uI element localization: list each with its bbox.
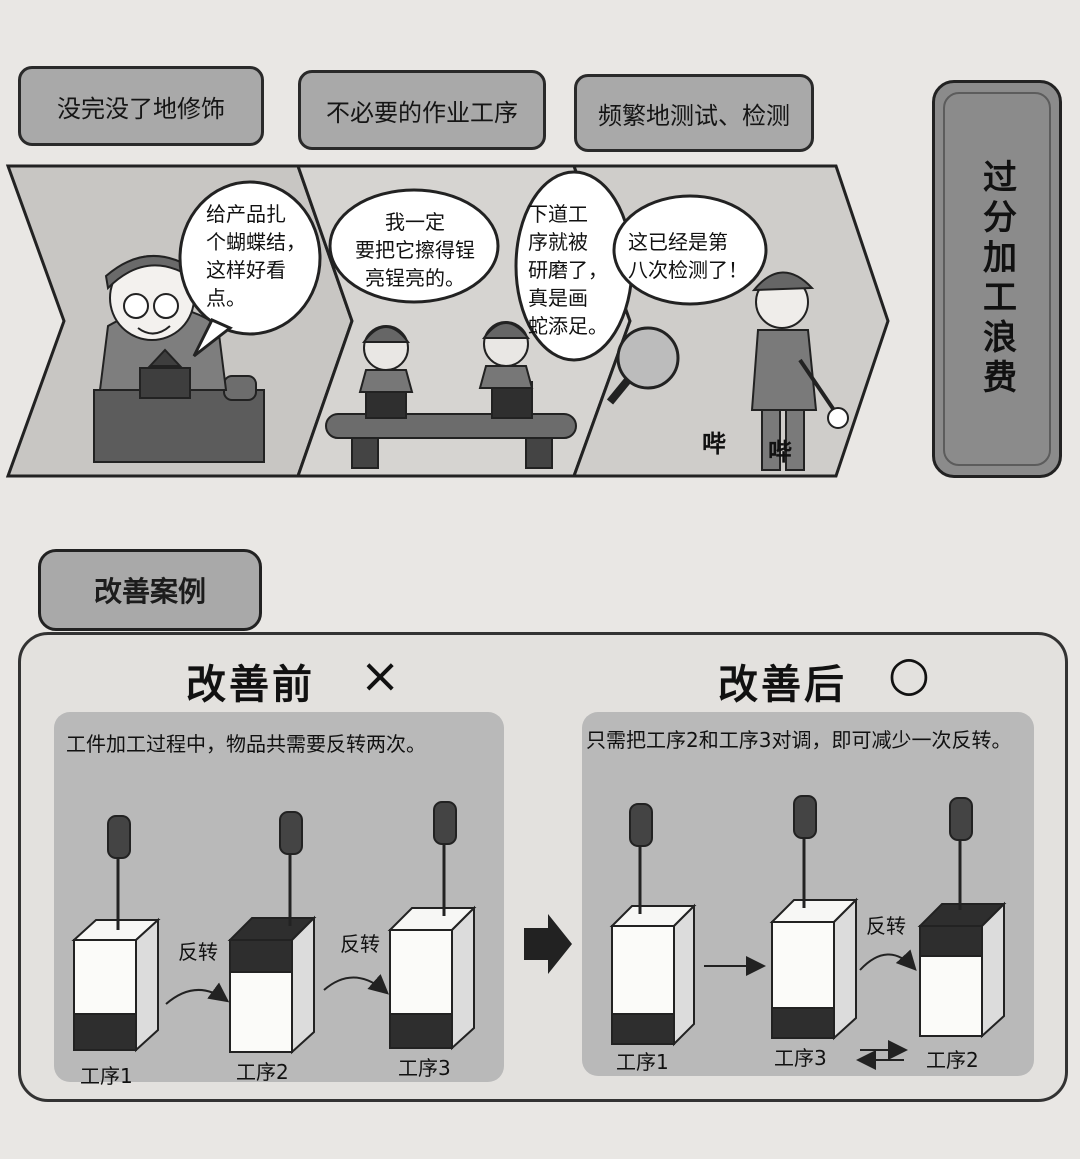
before-description: 工件加工过程中，物品共需要反转两次。 [66,732,426,756]
speech-bubble-2 [328,188,500,304]
speech-bubble-4 [612,194,768,306]
after-step3-label: 工序3 [774,1046,827,1070]
after-panel [582,712,1034,1076]
bubble-text-2: 我一定 要把它擦得锃 亮锃亮的。 [355,210,475,290]
side-title: 过分加工浪费 [976,159,1017,399]
case-example-tag: 改善案例 [38,549,262,631]
before-title: 改善前 [186,662,315,708]
tag-endless-decoration: 没完没了地修饰 [18,66,264,146]
tag-frequent-testing: 频繁地测试、检测 [574,74,814,152]
before-panel [54,712,504,1082]
bubble-text-4: 这已经是第 八次检测了！ [628,230,748,282]
speech-bubble-1 [178,180,322,336]
before-mark: × [360,648,404,704]
inspector-worker [750,271,849,471]
before-step1-label: 工序1 [80,1064,133,1088]
after-description: 只需把工序2和工序3对调，即可减少一次反转。 [586,728,1012,752]
worker-with-bow [93,254,265,463]
comic-strip [5,164,890,478]
before-step2-label: 工序2 [236,1060,289,1084]
after-mark: ○ [888,646,933,702]
bubble-text-3: 下道工 序就被 研磨了， 真是画 蛇添足。 [528,202,608,338]
after-flip-label: 反转 [866,914,906,938]
sound-effect-2: 哔 [768,438,792,466]
before-step3-label: 工序3 [398,1056,451,1080]
after-step1-label: 工序1 [616,1050,669,1074]
after-step2-label: 工序2 [926,1048,979,1072]
magnifier-icon [606,326,680,405]
before-flip-label-1: 反转 [178,940,218,964]
before-flip-label-2: 反转 [340,932,380,956]
tag-unnecessary-process: 不必要的作业工序 [298,70,546,150]
side-title-box: 过分加工浪费 [932,80,1062,478]
bubble-text-1: 给产品扎 个蝴蝶结， 这样好看 点。 [206,202,306,310]
sound-effect-1: 哔 [702,430,726,458]
after-title: 改善后 [718,662,847,708]
conveyor-belt [325,321,577,469]
